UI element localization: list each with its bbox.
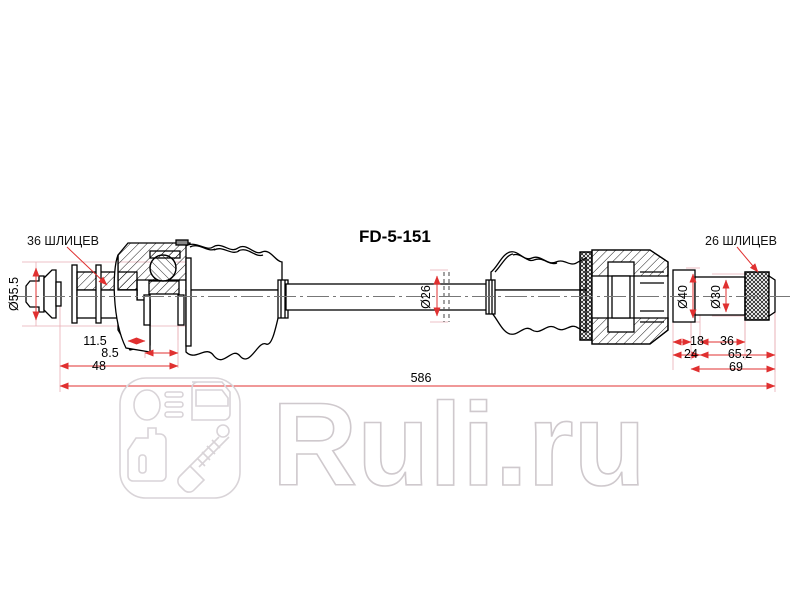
axle-flange	[43, 269, 57, 319]
intermediate-shaft	[285, 272, 492, 322]
left-cv-joint	[25, 239, 191, 353]
dimension-diameter-40: Ø40	[676, 285, 690, 309]
right-spline-callout-label: 26 ШЛИЦЕВ	[705, 234, 777, 248]
cv-cage	[148, 280, 180, 295]
left-cv-boot	[185, 243, 289, 361]
dimension-diameter-55-5: Ø55.5	[7, 277, 21, 311]
right-tripod-joint	[579, 249, 669, 345]
stub-shaft-d30	[694, 276, 746, 316]
dimension-diameter-26: Ø26	[419, 285, 433, 309]
stub-end-cap	[768, 274, 776, 318]
callout-leaders	[66, 246, 759, 286]
dimension-69: 69	[729, 360, 743, 374]
boot-clamp-large	[185, 257, 192, 347]
left-spline-callout-label: 36 ШЛИЦЕВ	[27, 234, 99, 248]
snapring-rib-1	[71, 264, 78, 324]
right-cv-boot	[485, 251, 587, 335]
dimension-11-5: 11.5	[83, 334, 106, 348]
dimension-8-5: 8.5	[101, 346, 118, 360]
stub-spline-section	[744, 271, 770, 321]
cv-bell-housing	[113, 254, 151, 353]
axle-end-nut	[25, 275, 45, 313]
dimension-18: 18	[690, 334, 704, 348]
dimension-586-overall: 586	[411, 371, 432, 385]
dimension-diameter-30: Ø30	[709, 285, 723, 309]
right-boot-clamp-small	[485, 279, 496, 315]
dimension-36: 36	[720, 334, 734, 348]
dimension-65-2: 65.2	[728, 347, 752, 361]
dimension-48: 48	[92, 359, 106, 373]
tripod-boot-clamp	[579, 251, 593, 341]
dimension-24: 24	[684, 347, 698, 361]
right-output-stub	[672, 269, 776, 323]
shaft-bar	[285, 283, 492, 311]
snapring-rib-2	[95, 264, 102, 324]
part-number-label: FD-5-151	[359, 227, 431, 246]
